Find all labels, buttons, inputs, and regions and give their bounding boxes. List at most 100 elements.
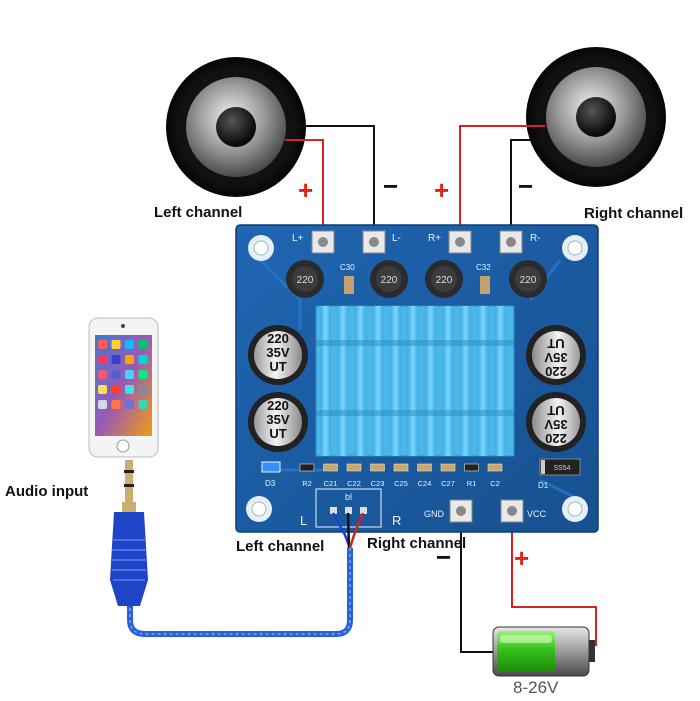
app-icon bbox=[111, 400, 121, 409]
terminal-r-minus bbox=[499, 230, 523, 254]
smd-component bbox=[417, 463, 432, 472]
small-caps: C30 C32 bbox=[340, 263, 491, 294]
app-icon bbox=[125, 385, 134, 394]
label-voltage: 8-26V bbox=[513, 678, 559, 697]
smd-label: R1 bbox=[467, 479, 477, 488]
svg-text:220: 220 bbox=[545, 431, 567, 446]
inductor-4: 220 bbox=[509, 260, 547, 298]
svg-text:UT: UT bbox=[269, 359, 286, 374]
inductor-1: 220 bbox=[286, 260, 324, 298]
silk-r-plus: R+ bbox=[428, 233, 441, 244]
left-minus-wire bbox=[290, 125, 375, 235]
svg-text:D3: D3 bbox=[265, 479, 276, 488]
plus-sign-left: + bbox=[298, 175, 314, 205]
label-right-channel-bottom: Right channel bbox=[367, 535, 467, 552]
svg-text:D1: D1 bbox=[538, 481, 549, 490]
app-icon bbox=[138, 400, 148, 409]
app-icon bbox=[138, 370, 148, 379]
speaker-terminals: L+ L- R+ R- bbox=[292, 230, 541, 254]
svg-text:220: 220 bbox=[436, 275, 453, 286]
right-speaker bbox=[526, 47, 666, 187]
smd-component bbox=[323, 463, 338, 472]
svg-text:220: 220 bbox=[267, 398, 289, 413]
label-right-channel-top: Right channel bbox=[584, 205, 684, 222]
led-d3: D3 bbox=[261, 461, 281, 488]
svg-text:bl: bl bbox=[345, 492, 352, 502]
svg-text:UT: UT bbox=[547, 336, 564, 351]
minus-sign-right: − bbox=[518, 171, 534, 201]
terminal-vcc bbox=[500, 499, 524, 523]
smd-label: C2 bbox=[490, 479, 500, 488]
heatsink-fin bbox=[460, 306, 471, 456]
heatsink-fin bbox=[320, 306, 331, 456]
smd-label: C23 bbox=[371, 479, 385, 488]
large-capacitors: 220 35V UT 220 35V UT 220 35V UT bbox=[248, 325, 586, 452]
speaker-wires bbox=[285, 125, 545, 235]
right-plus-wire bbox=[459, 125, 545, 235]
heatsink bbox=[315, 305, 515, 457]
mounting-holes bbox=[246, 235, 588, 522]
right-minus-wire bbox=[510, 139, 540, 235]
svg-text:UT: UT bbox=[547, 403, 564, 418]
plus-sign-right: + bbox=[434, 175, 450, 205]
diode-d1: SS54 D1 bbox=[538, 458, 581, 490]
smd-component bbox=[487, 463, 503, 472]
svg-text:35V: 35V bbox=[266, 345, 289, 360]
terminal-l-plus bbox=[311, 230, 335, 254]
label-left-channel-top: Left channel bbox=[154, 204, 243, 221]
audio-cable bbox=[127, 548, 353, 637]
smd-component bbox=[370, 463, 385, 472]
app-icon bbox=[111, 370, 121, 379]
svg-text:C32: C32 bbox=[476, 263, 491, 272]
label-audio-input: Audio input bbox=[5, 483, 89, 500]
svg-text:220: 220 bbox=[381, 275, 398, 286]
app-icon bbox=[125, 400, 134, 409]
smd-component bbox=[464, 463, 479, 472]
cap-left-top: 220 35V UT bbox=[248, 325, 308, 385]
app-icon bbox=[111, 355, 121, 364]
silk-r-minus: R- bbox=[530, 233, 541, 244]
svg-text:220: 220 bbox=[520, 275, 537, 286]
terminal-l-minus bbox=[362, 230, 386, 254]
inductors: 220 220 220 220 bbox=[286, 260, 547, 298]
heatsink-fin bbox=[425, 306, 436, 456]
app-icon bbox=[98, 355, 107, 364]
label-left-channel-bottom: Left channel bbox=[236, 538, 325, 555]
smd-row: R2 C21 C22 C23 C25 C24 C27 R1 C2 bbox=[299, 463, 503, 488]
phone bbox=[88, 317, 159, 458]
svg-text:C30: C30 bbox=[340, 263, 355, 272]
amplifier-board: L+ L- R+ R- 220 220 220 220 C30 C32 bbox=[235, 224, 599, 533]
smd-label: R2 bbox=[302, 479, 312, 488]
inductor-3: 220 bbox=[425, 260, 463, 298]
heatsink-fin bbox=[442, 306, 454, 456]
heatsink-fin bbox=[372, 306, 384, 456]
app-icon bbox=[138, 385, 148, 394]
app-icon bbox=[138, 355, 148, 364]
heatsink-fin bbox=[390, 306, 401, 456]
app-icon bbox=[98, 385, 107, 394]
svg-text:UT: UT bbox=[269, 426, 286, 441]
gnd-wire bbox=[460, 525, 500, 653]
inductor-2: 220 bbox=[370, 260, 408, 298]
svg-text:35V: 35V bbox=[544, 350, 567, 365]
svg-text:VCC: VCC bbox=[527, 509, 547, 519]
svg-text:R: R bbox=[392, 513, 401, 528]
power-terminals: GND VCC bbox=[424, 499, 547, 523]
cap-right-top: 220 35V UT bbox=[526, 325, 586, 385]
smd-component bbox=[346, 463, 362, 472]
svg-text:35V: 35V bbox=[544, 417, 567, 432]
cap-left-bottom: 220 35V UT bbox=[248, 392, 308, 452]
smd-label: C21 bbox=[324, 479, 338, 488]
smd-label: C25 bbox=[394, 479, 408, 488]
heatsink-fin bbox=[477, 306, 489, 456]
terminal-r-plus bbox=[448, 230, 472, 254]
smd-component bbox=[393, 463, 409, 472]
smd-label: C24 bbox=[418, 479, 432, 488]
smd-label: C27 bbox=[441, 479, 455, 488]
left-plus-wire bbox=[285, 139, 324, 235]
app-icon bbox=[125, 370, 134, 379]
smd-label: C22 bbox=[347, 479, 361, 488]
app-icon bbox=[98, 400, 107, 409]
silk-l-minus: L- bbox=[392, 233, 401, 244]
